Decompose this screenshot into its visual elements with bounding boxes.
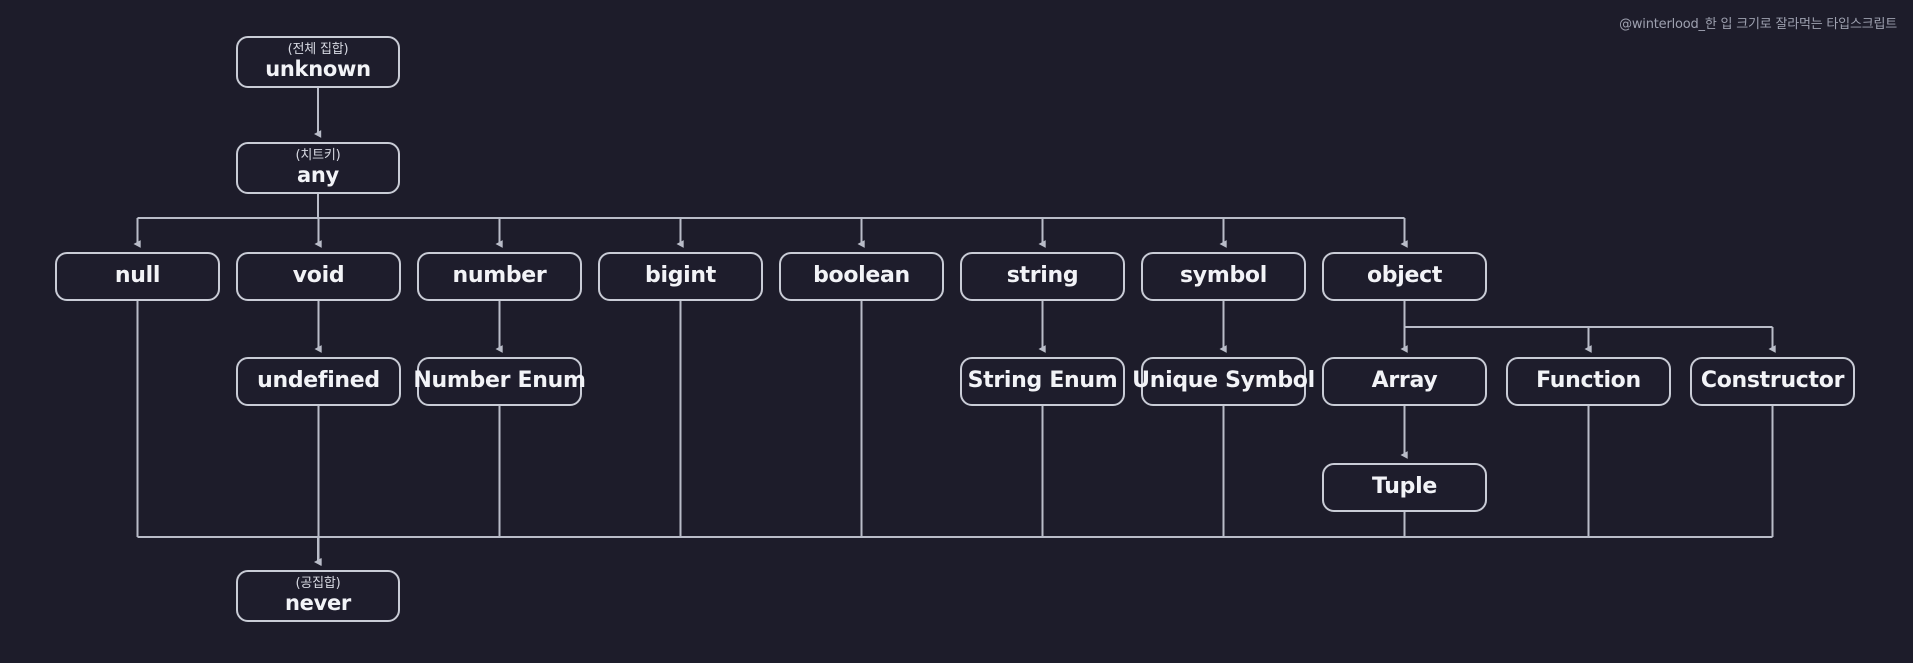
edges [133, 88, 1776, 566]
node-number_enum[interactable]: Number Enum [413, 357, 586, 406]
node-null[interactable]: null [55, 252, 220, 301]
node-unique_symbol[interactable]: Unique Symbol [1132, 357, 1315, 406]
node-label: Constructor [1700, 368, 1845, 394]
node-function[interactable]: Function [1506, 357, 1671, 406]
node-tuple[interactable]: Tuple [1322, 463, 1487, 512]
node-array[interactable]: Array [1322, 357, 1487, 406]
node-label: boolean [813, 263, 910, 289]
node-label: never [285, 590, 351, 615]
node-subtitle: (치트키) [295, 148, 341, 164]
node-subtitle: (전체 집합) [287, 42, 349, 58]
node-object[interactable]: object [1322, 252, 1487, 301]
node-label: number [452, 263, 547, 289]
node-void[interactable]: void [236, 252, 401, 301]
node-string_enum[interactable]: String Enum [960, 357, 1125, 406]
node-label: Function [1536, 368, 1641, 394]
watermark-credit: @winterlood_한 입 크기로 잘라먹는 타입스크립트 [1619, 17, 1897, 32]
node-label: String Enum [967, 368, 1118, 394]
node-number[interactable]: number [417, 252, 582, 301]
node-label: object [1366, 263, 1443, 289]
node-label: unknown [265, 56, 371, 81]
node-label: null [114, 263, 161, 289]
node-label: void [292, 263, 345, 289]
node-bigint[interactable]: bigint [598, 252, 763, 301]
node-label: any [297, 162, 339, 187]
node-unknown[interactable]: (전체 집합)unknown [236, 36, 400, 88]
node-label: Tuple [1372, 474, 1437, 500]
node-boolean[interactable]: boolean [779, 252, 944, 301]
node-label: undefined [257, 368, 380, 394]
node-symbol[interactable]: symbol [1141, 252, 1306, 301]
node-string[interactable]: string [960, 252, 1125, 301]
node-label: Number Enum [413, 368, 586, 394]
node-undefined[interactable]: undefined [236, 357, 401, 406]
node-never[interactable]: (공집합)never [236, 570, 400, 622]
node-label: bigint [645, 263, 716, 289]
node-label: Array [1371, 368, 1438, 394]
node-any[interactable]: (치트키)any [236, 142, 400, 194]
node-label: string [1006, 263, 1079, 289]
node-label: Unique Symbol [1132, 368, 1315, 394]
node-label: symbol [1180, 263, 1267, 289]
node-subtitle: (공집합) [295, 576, 341, 592]
node-constructor[interactable]: Constructor [1690, 357, 1855, 406]
